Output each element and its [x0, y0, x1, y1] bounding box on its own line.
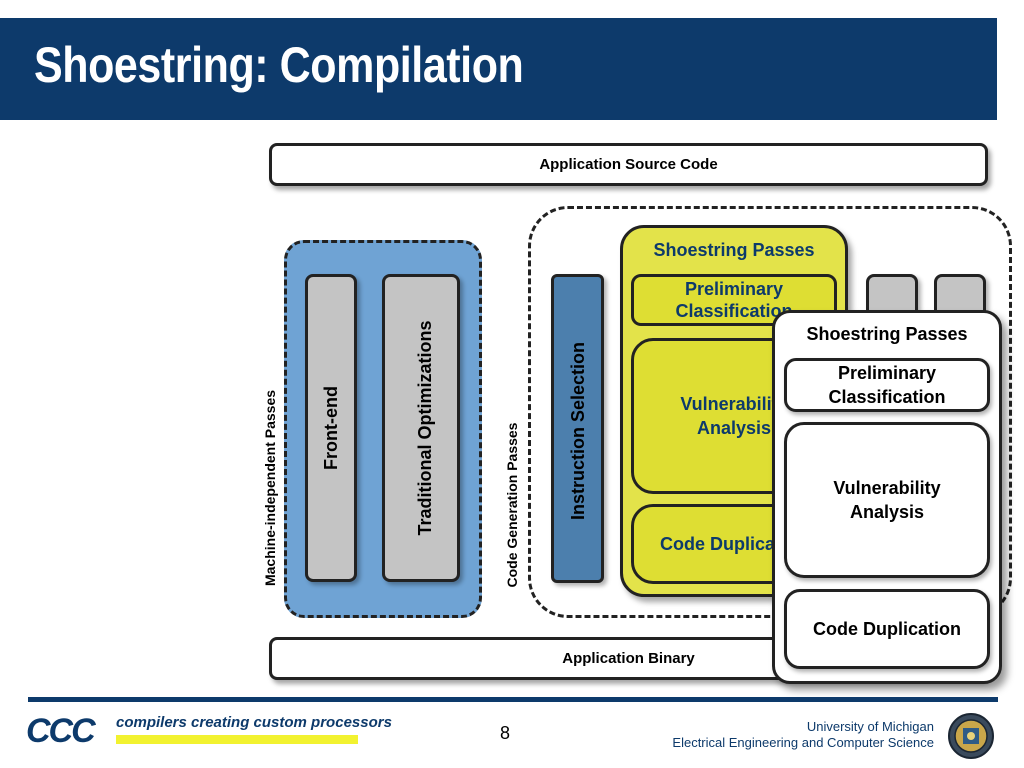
shoestring-passes-title: Shoestring Passes — [653, 239, 815, 260]
application-binary-label: Application Binary — [562, 650, 695, 667]
popup-preliminary-classification-box: Preliminary Classification — [784, 358, 990, 412]
department-name: Electrical Engineering and Computer Scie… — [672, 735, 934, 750]
application-source-code-box: Application Source Code — [269, 143, 988, 186]
front-end-column — [305, 274, 357, 582]
instruction-selection-column — [551, 274, 604, 583]
slide-title: Shoestring: Compilation — [34, 37, 524, 93]
code-generation-label: Code Generation Passes — [504, 422, 520, 588]
traditional-optimizations-column — [382, 274, 460, 582]
popup-title: Shoestring Passes — [806, 323, 968, 344]
traditional-optimizations-label: Traditional Optimizations — [415, 320, 435, 536]
machine-independent-label: Machine-independent Passes — [262, 389, 278, 587]
university-info: University of Michigan Electrical Engine… — [672, 719, 934, 751]
footer-tagline: compilers creating custom processors — [116, 714, 392, 731]
ccc-logo: CCC — [26, 712, 96, 750]
front-end-label: Front-end — [321, 386, 341, 470]
application-source-code-label: Application Source Code — [539, 156, 718, 173]
popup-code-duplication-box: Code Duplication — [784, 589, 990, 669]
tagline-highlight — [116, 735, 358, 744]
preliminary-classification-box: Preliminary Classification — [631, 274, 837, 326]
university-name: University of Michigan — [806, 719, 934, 734]
footer-divider — [28, 697, 998, 702]
university-seal-icon — [948, 713, 994, 759]
instruction-selection-label: Instruction Selection — [568, 341, 588, 521]
popup-vulnerability-analysis-box: Vulnerability Analysis — [784, 422, 990, 578]
page-number: 8 — [500, 723, 511, 743]
title-bar — [0, 18, 997, 120]
